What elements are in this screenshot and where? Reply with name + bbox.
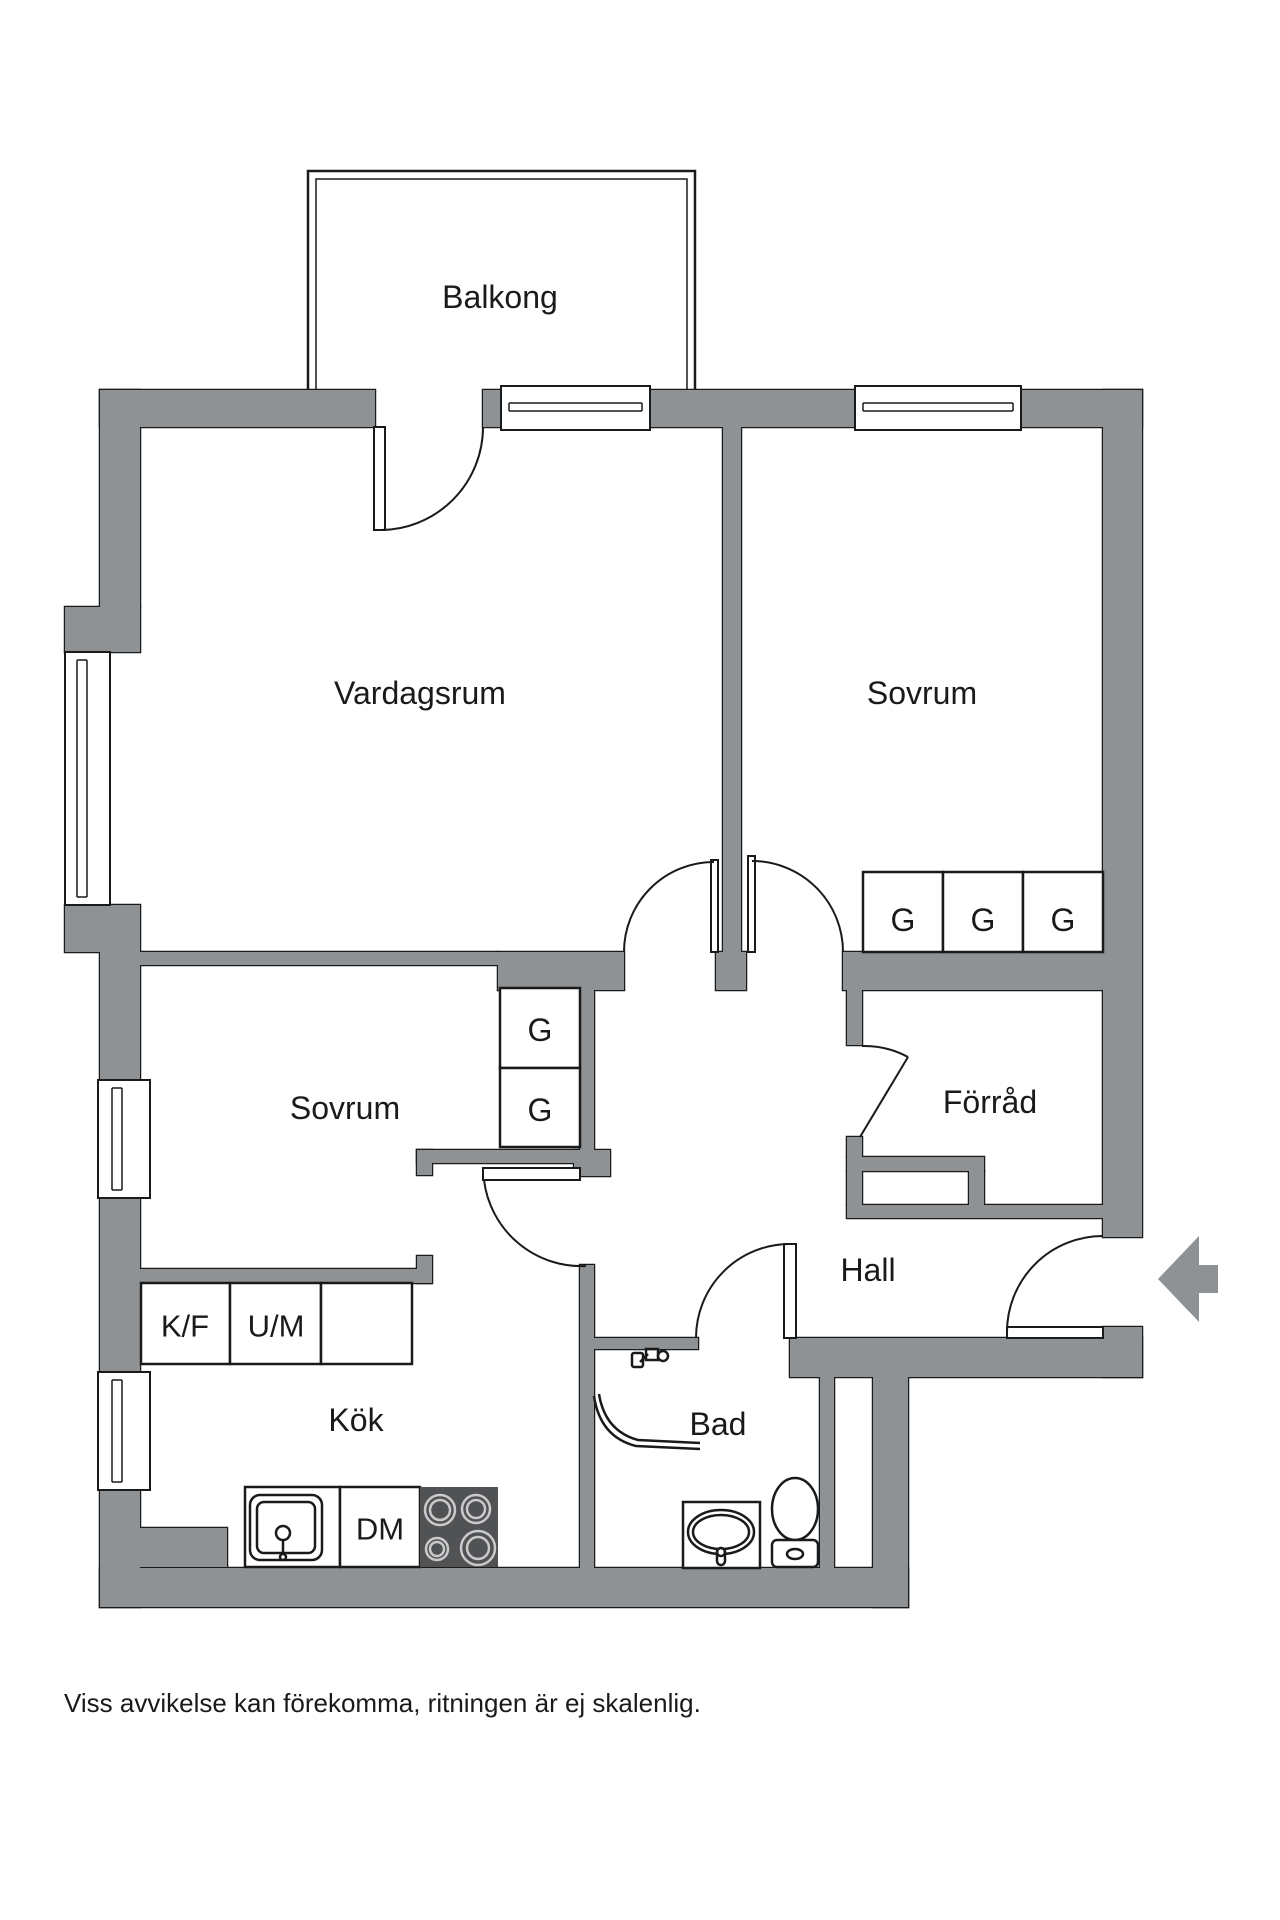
door-forrad bbox=[859, 1044, 909, 1138]
disclaimer-text: Viss avvikelse kan förekomma, ritningen … bbox=[64, 1688, 701, 1718]
door-leaf-balcony bbox=[373, 426, 386, 531]
door-vardagsrum bbox=[623, 859, 719, 953]
kitchen-sink-icon bbox=[248, 1493, 324, 1562]
door-leaf-entrance bbox=[1006, 1326, 1104, 1339]
balcony bbox=[306, 169, 697, 390]
room-label-hall: Hall bbox=[840, 1252, 895, 1288]
door-entrance bbox=[1006, 1235, 1104, 1339]
door-arc-balcony bbox=[379, 426, 484, 531]
wardrobe-box-3 bbox=[1021, 870, 1105, 954]
door-arc-kok bbox=[483, 1179, 587, 1268]
door-arc-entrance bbox=[1006, 1235, 1104, 1333]
appliance-label-dishwasher: DM bbox=[356, 1512, 404, 1547]
wardrobe-label-4: G bbox=[528, 1012, 553, 1048]
cabinet-oven-micro bbox=[228, 1281, 323, 1366]
balcony-outer-line bbox=[306, 169, 697, 390]
room-label-forrad: Förråd bbox=[943, 1084, 1037, 1120]
toilet-icon bbox=[770, 1476, 820, 1569]
bath-tap-icon bbox=[630, 1347, 670, 1369]
wardrobe-label-3: G bbox=[1051, 902, 1076, 938]
window-vardagsrum-top-icon bbox=[500, 385, 651, 431]
room-label-sovrum-left: Sovrum bbox=[290, 1090, 400, 1126]
room-label-vardagsrum: Vardagsrum bbox=[334, 675, 506, 711]
door-balcony bbox=[373, 426, 484, 531]
window-sovrum-left-icon bbox=[97, 1079, 151, 1199]
wardrobe-box-5 bbox=[498, 1066, 582, 1149]
window-vardagsrum-left-icon bbox=[64, 651, 111, 906]
cabinet-fridge-freezer bbox=[139, 1281, 232, 1366]
cabinet-blank bbox=[319, 1281, 414, 1366]
stove-icon bbox=[420, 1487, 498, 1567]
room-label-bad: Bad bbox=[690, 1406, 747, 1442]
window-sovrum-top-icon bbox=[854, 385, 1022, 431]
door-leaf-sovrum-top bbox=[747, 855, 756, 953]
room-label-kok: Kök bbox=[328, 1402, 384, 1438]
door-kok-nook bbox=[482, 1167, 587, 1268]
wardrobe-label-5: G bbox=[528, 1092, 553, 1128]
door-leaf-forrad bbox=[859, 1056, 909, 1138]
door-leaf-bad bbox=[783, 1243, 797, 1339]
door-arc-sovrum-top bbox=[751, 860, 844, 953]
window-kok-icon bbox=[97, 1371, 151, 1491]
door-bad bbox=[695, 1243, 797, 1339]
bathroom-sink-icon bbox=[681, 1500, 762, 1570]
door-arc-bad bbox=[695, 1243, 791, 1339]
room-label-sovrum-top: Sovrum bbox=[867, 675, 977, 711]
wardrobe-box-4 bbox=[498, 986, 582, 1070]
entrance-arrow-icon bbox=[1158, 1236, 1218, 1322]
appliance-label-oven-micro: U/M bbox=[248, 1309, 305, 1344]
door-arc-forrad bbox=[861, 1044, 909, 1058]
balcony-inner-line bbox=[315, 178, 688, 390]
wardrobe-label-2: G bbox=[971, 902, 996, 938]
door-leaf-vardagsrum bbox=[710, 859, 719, 953]
appliance-label-fridge-freezer: K/F bbox=[161, 1309, 209, 1344]
room-label-balkong: Balkong bbox=[442, 279, 558, 315]
counter-dishwasher-box bbox=[338, 1485, 422, 1569]
door-arc-vardagsrum bbox=[623, 861, 715, 953]
door-leaf-kok bbox=[482, 1167, 581, 1181]
wardrobe-label-1: G bbox=[891, 902, 916, 938]
counter-sink-box bbox=[243, 1485, 342, 1569]
wardrobe-box-2 bbox=[941, 870, 1025, 954]
door-sovrum-top bbox=[747, 855, 844, 953]
shower-screen-icon bbox=[592, 1393, 701, 1451]
